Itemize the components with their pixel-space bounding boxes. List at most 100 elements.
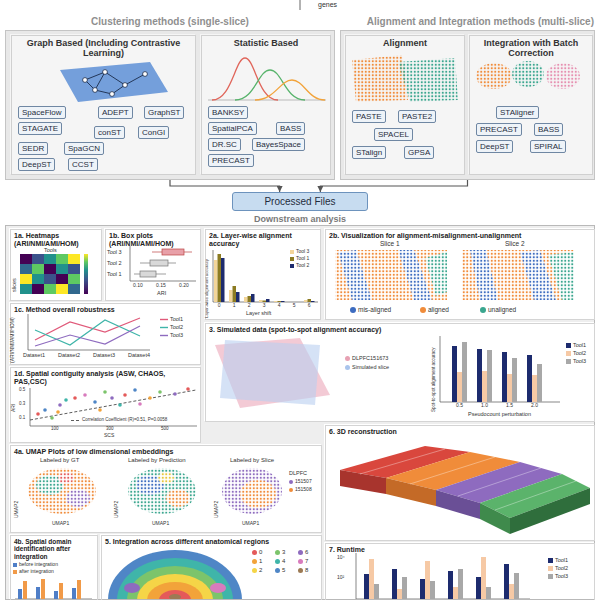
bar	[453, 587, 458, 599]
panel-ground	[324, 542, 594, 600]
axis	[28, 350, 150, 351]
axis	[28, 314, 29, 350]
axis-label: 2	[248, 303, 251, 309]
umap-cluster	[166, 489, 190, 507]
panel-heading: Alignment and Integration methods (multi…	[367, 16, 594, 28]
panel-ground	[200, 34, 330, 174]
bar	[41, 579, 45, 599]
umap-cluster	[66, 489, 90, 507]
spot-cloud	[546, 63, 580, 89]
category-panel: AlignmentPASTEPASTE2SPACELSTalignGPSA	[345, 35, 465, 175]
subpanel-title: 2a. Layer-wise alignment accuracy	[206, 230, 320, 250]
tool-name: PASTE2	[402, 112, 432, 121]
category-panel: Graph Based (Including Contrastive Learn…	[11, 35, 196, 175]
slice-line	[360, 449, 445, 474]
slice-region	[425, 252, 447, 296]
umap-cluster	[58, 472, 74, 484]
panel-ground	[324, 228, 594, 319]
flow-connector	[320, 180, 467, 192]
bar	[481, 557, 486, 599]
legend-item: Tool1	[548, 557, 568, 563]
legend-line	[160, 335, 168, 336]
graph-vertex	[143, 72, 148, 77]
panel-ground	[104, 228, 200, 300]
axis-label: 100	[51, 427, 59, 432]
legend-text: Tool1	[170, 316, 183, 322]
legend-line	[71, 420, 80, 421]
legend-item: 3	[275, 549, 285, 556]
tool-name: GPSA	[408, 148, 430, 157]
point	[50, 416, 54, 420]
point	[186, 387, 190, 391]
bar	[23, 581, 27, 599]
legend-item: 6	[298, 549, 308, 556]
axis-label: 5	[293, 303, 296, 309]
panel-heading: Downstream analysis	[254, 214, 346, 224]
bar	[274, 301, 278, 302]
legend-swatch	[290, 257, 294, 261]
subpanel-title: 4a. UMAP Plots of low dimensional embedd…	[11, 446, 321, 458]
tool-box: BayesSpace	[252, 138, 305, 151]
axis-label: 6	[308, 303, 311, 309]
spot-cloud	[398, 58, 458, 102]
bar	[457, 372, 462, 402]
subpanel-title: 1d. Spatial contiguity analysis (ASW, CH…	[11, 368, 200, 388]
legend-text: Tool 2	[296, 263, 309, 269]
graph-edge	[85, 72, 105, 80]
subpanel-title: 7. Runtime	[326, 544, 594, 556]
bar	[507, 374, 512, 402]
point	[123, 393, 127, 397]
graph-edge	[125, 74, 145, 85]
bar	[214, 260, 218, 302]
tool-name: ADEPT	[102, 108, 129, 117]
legend-text: Correlation Coefficient (R)=0.51, P=0.00…	[82, 418, 167, 423]
bar	[527, 355, 532, 402]
slice-region	[425, 252, 447, 296]
tool-name: STAGATE	[22, 124, 58, 133]
axis	[213, 302, 318, 303]
axis-label: DLPFC	[289, 470, 307, 476]
analysis-subpanel: 4b. Spatial domain identification after …	[10, 535, 98, 600]
tool-name: STAligner	[500, 108, 535, 117]
panel-ground	[9, 366, 200, 442]
subpanel-title: 1b. Box plots (ARI/NMI/AMI/HOM)	[106, 230, 200, 250]
block-side	[386, 478, 436, 506]
graph-vertices	[83, 70, 148, 97]
tool-name: BANKSY	[212, 108, 244, 117]
panel-ground	[340, 30, 595, 180]
heat-cell	[32, 254, 44, 264]
bar	[430, 581, 435, 599]
tool-box: STAGATE	[18, 122, 62, 135]
heat-cell	[44, 264, 56, 274]
slice-line	[495, 481, 576, 510]
bar	[304, 300, 308, 302]
heat-cell	[56, 264, 68, 274]
axis-label: Dataset1	[23, 352, 45, 358]
tool-box: STAligner	[496, 106, 539, 119]
axis-title: Spot-to-spot alignment accuracy	[432, 347, 437, 412]
legend-item: 7	[298, 558, 308, 565]
bar	[77, 580, 81, 599]
legend-swatch	[290, 264, 294, 268]
legend-text: 6	[305, 549, 308, 556]
process-label: Processed Files	[233, 193, 367, 210]
axis-title: slices	[11, 278, 17, 292]
category-title: Statistic Based	[202, 36, 330, 50]
legend-swatch	[548, 558, 553, 563]
axis-label: 0.3	[19, 402, 25, 407]
axis-label: genes	[318, 1, 337, 9]
heat-cell	[56, 254, 68, 264]
point	[148, 396, 152, 400]
legend-item: Tool1	[170, 316, 183, 322]
panel-ground	[344, 34, 464, 174]
legend-item: 151508	[289, 487, 312, 493]
tool-box: PASTE	[352, 110, 386, 123]
flow-connector	[170, 180, 280, 192]
legend-text: aligned	[428, 306, 449, 313]
top-line	[300, 0, 301, 10]
tool-box: BASS	[534, 123, 563, 136]
point	[103, 390, 107, 394]
bar	[18, 589, 22, 599]
legend-swatch	[566, 343, 571, 348]
